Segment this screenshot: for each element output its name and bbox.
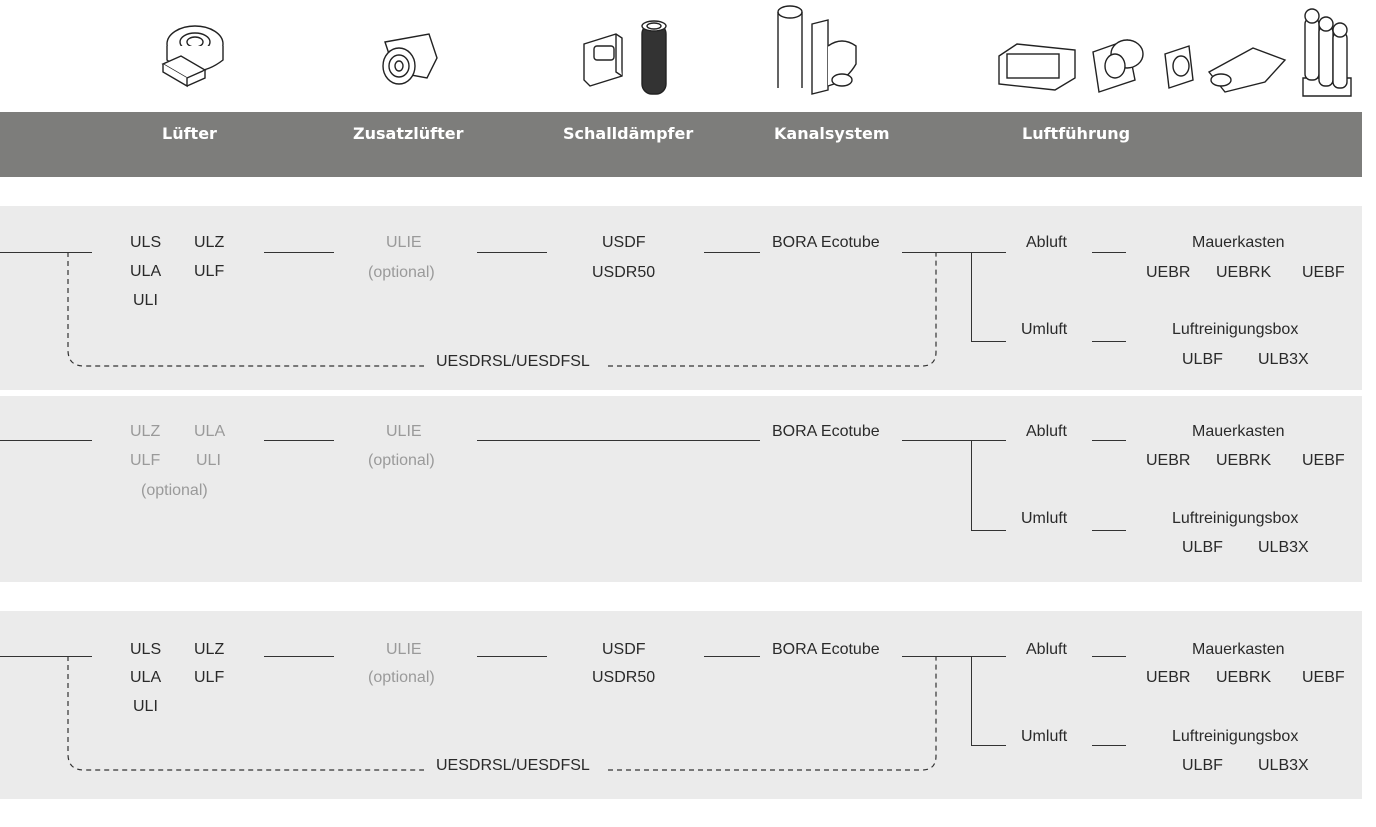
header-schalldaempfer: Schalldämpfer — [563, 124, 694, 143]
abluft-item: UEBR — [1146, 669, 1191, 686]
connector-line — [971, 530, 1006, 531]
extra-fan-code: ULIE — [386, 641, 422, 658]
fan-code: ULF — [194, 263, 225, 280]
connector-line — [1092, 530, 1126, 531]
umluft-item: ULB3X — [1258, 351, 1309, 368]
bypass-dashed-line — [67, 252, 937, 367]
additional-fan-icon — [375, 28, 445, 97]
abluft-label: Abluft — [1026, 641, 1067, 658]
silencer-code: USDF — [602, 234, 646, 251]
category-header-bar — [0, 112, 1362, 177]
abluft-item: UEBF — [1302, 452, 1345, 469]
connector-line — [0, 252, 92, 253]
duct-label: BORA Ecotube — [772, 641, 880, 658]
abluft-item: UEBRK — [1216, 264, 1272, 281]
bypass-dashed-line — [67, 656, 937, 771]
abluft-target: Mauerkasten — [1192, 423, 1285, 440]
fan-code: ULA — [194, 423, 226, 440]
fan-code: ULF — [194, 669, 225, 686]
umluft-item: ULB3X — [1258, 539, 1309, 556]
branch-line — [971, 252, 972, 341]
connector-line — [1092, 656, 1126, 657]
abluft-label: Abluft — [1026, 423, 1067, 440]
connector-line — [902, 656, 1006, 657]
extra-fan-optional: (optional) — [368, 264, 435, 281]
connector-line — [971, 341, 1006, 342]
fan-icon — [155, 20, 235, 97]
abluft-item: UEBR — [1146, 264, 1191, 281]
fan-code: ULS — [130, 641, 162, 658]
connector-line — [1092, 745, 1126, 746]
bypass-label: UESDRSL/UESDFSL — [436, 353, 590, 370]
abluft-item: UEBF — [1302, 264, 1345, 281]
connector-line — [971, 745, 1006, 746]
connector-line — [477, 656, 547, 657]
umluft-label: Umluft — [1021, 510, 1068, 527]
extra-fan-code: ULIE — [386, 234, 422, 251]
silencer-icon — [580, 16, 676, 101]
fan-code: ULF — [130, 452, 161, 469]
abluft-label: Abluft — [1026, 234, 1067, 251]
abluft-item: UEBRK — [1216, 669, 1272, 686]
abluft-target: Mauerkasten — [1192, 641, 1285, 658]
abluft-item: UEBR — [1146, 452, 1191, 469]
fan-code: ULZ — [194, 234, 225, 251]
silencer-code: USDR50 — [592, 264, 656, 281]
umluft-target: Luftreinigungsbox — [1172, 321, 1299, 338]
connector-line — [477, 252, 547, 253]
umluft-item: ULBF — [1182, 351, 1223, 368]
branch-line — [971, 656, 972, 745]
config-row-3 — [0, 611, 1362, 799]
connector-line — [1092, 341, 1126, 342]
fan-code: ULI — [133, 292, 158, 309]
connector-line — [0, 440, 92, 441]
branch-line — [971, 440, 972, 530]
connector-line — [264, 656, 334, 657]
connector-line — [902, 440, 1006, 441]
duct-label: BORA Ecotube — [772, 234, 880, 251]
bypass-label: UESDRSL/UESDFSL — [436, 757, 590, 774]
silencer-code: USDF — [602, 641, 646, 658]
extra-fan-code: ULIE — [386, 423, 422, 440]
config-row-1 — [0, 206, 1362, 390]
abluft-item: UEBF — [1302, 669, 1345, 686]
fan-code: ULZ — [130, 423, 161, 440]
extra-fan-optional: (optional) — [368, 669, 435, 686]
fan-code: ULZ — [194, 641, 225, 658]
air-routing-icon — [995, 4, 1357, 105]
fan-code: ULS — [130, 234, 162, 251]
umluft-item: ULBF — [1182, 757, 1223, 774]
fan-code: ULI — [133, 698, 158, 715]
duct-label: BORA Ecotube — [772, 423, 880, 440]
connector-line — [1092, 440, 1126, 441]
fan-code: ULA — [130, 669, 162, 686]
umluft-label: Umluft — [1021, 321, 1068, 338]
config-row-2 — [0, 396, 1362, 582]
connector-line — [704, 252, 760, 253]
connector-line — [264, 440, 334, 441]
connector-line — [264, 252, 334, 253]
header-luftfuehrung: Luftführung — [1022, 124, 1131, 143]
connector-line — [902, 252, 1006, 253]
fan-code: ULA — [130, 263, 162, 280]
umluft-item: ULB3X — [1258, 757, 1309, 774]
abluft-item: UEBRK — [1216, 452, 1272, 469]
connector-line — [704, 656, 760, 657]
header-kanalsystem: Kanalsystem — [774, 124, 890, 143]
connector-line — [1092, 252, 1126, 253]
abluft-target: Mauerkasten — [1192, 234, 1285, 251]
connector-line — [477, 440, 760, 441]
umluft-label: Umluft — [1021, 728, 1068, 745]
fan-code: ULI — [196, 452, 221, 469]
extra-fan-optional: (optional) — [368, 452, 435, 469]
fans-optional: (optional) — [141, 482, 208, 499]
duct-icon — [772, 2, 872, 102]
header-zusatzluefter: Zusatzlüfter — [353, 124, 464, 143]
header-luefter: Lüfter — [162, 124, 217, 143]
silencer-code: USDR50 — [592, 669, 656, 686]
connector-line — [0, 656, 92, 657]
umluft-item: ULBF — [1182, 539, 1223, 556]
umluft-target: Luftreinigungsbox — [1172, 510, 1299, 527]
umluft-target: Luftreinigungsbox — [1172, 728, 1299, 745]
